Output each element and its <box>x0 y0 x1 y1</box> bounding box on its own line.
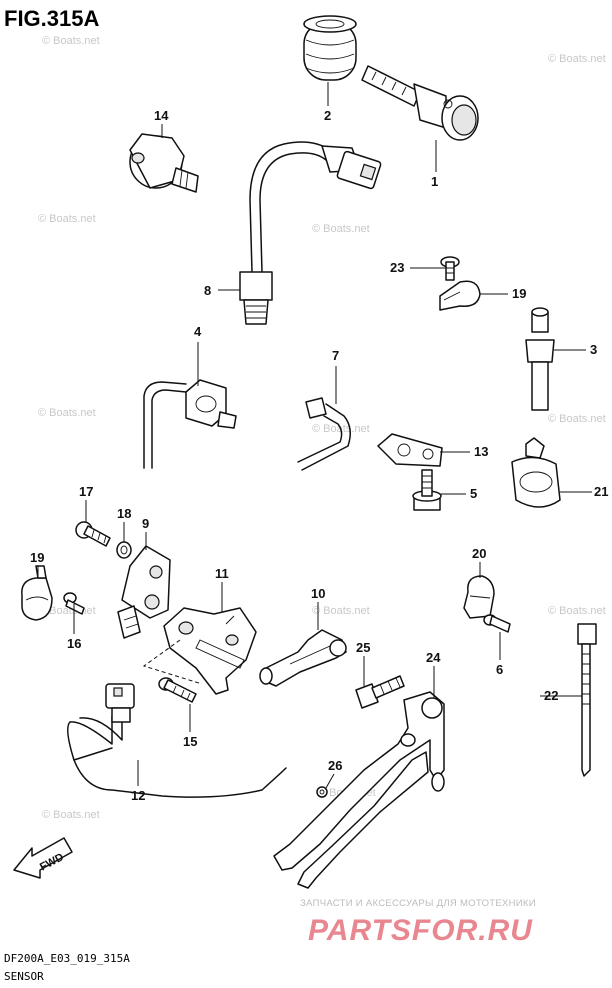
figure-title: FIG.315A <box>4 6 99 31</box>
watermark: © Boats.net <box>312 605 370 617</box>
callout-10: 10 <box>311 586 325 601</box>
bolt-part-17 <box>75 521 111 547</box>
callout-19-upper: 19 <box>512 286 526 301</box>
callout-4: 4 <box>194 324 202 339</box>
callout-5: 5 <box>470 486 477 501</box>
callout-18: 18 <box>117 506 131 521</box>
watermark: © Boats.net <box>38 407 96 419</box>
watermark: © Boats.net <box>42 809 100 821</box>
fwd-arrow-icon: FWD <box>13 837 73 879</box>
callout-24: 24 <box>426 650 441 665</box>
callout-1: 1 <box>431 174 438 189</box>
callout-23: 23 <box>390 260 404 275</box>
bolt-part-23 <box>440 256 460 281</box>
sensor-cable-part-8 <box>239 141 382 325</box>
watermark: © Boats.net <box>548 605 606 617</box>
bolt-part-26 <box>316 786 328 798</box>
sensor-part-9 <box>117 545 171 639</box>
callout-3: 3 <box>590 342 597 357</box>
grommet-part-2 <box>303 15 357 81</box>
callout-26: 26 <box>328 758 342 773</box>
watermark: © Boats.net <box>548 53 606 65</box>
ad-tagline: ЗАПЧАСТИ И АКСЕССУАРЫ ДЛЯ МОТОТЕХНИКИ <box>300 898 536 909</box>
bracket-part-11 <box>142 607 257 695</box>
callout-21: 21 <box>594 484 608 499</box>
callout-15: 15 <box>183 734 197 749</box>
callout-11: 11 <box>215 566 229 581</box>
callout-25: 25 <box>356 640 370 655</box>
bolt-part-16 <box>63 592 85 615</box>
callout-12: 12 <box>131 788 145 803</box>
callout-6: 6 <box>496 662 503 677</box>
clamp-part-19-upper <box>439 280 481 311</box>
knock-sensor-part-4 <box>143 379 237 469</box>
callout-17: 17 <box>79 484 93 499</box>
leader-lines <box>37 82 592 789</box>
bolt-part-5 <box>412 469 442 511</box>
bolt-part-25 <box>355 675 405 709</box>
section-name: SENSOR <box>4 970 44 983</box>
bracket-part-24 <box>273 691 445 889</box>
washer-part-18 <box>116 541 132 559</box>
harness-part-12 <box>67 683 287 798</box>
clip-part-21 <box>511 437 561 508</box>
callout-13: 13 <box>474 444 488 459</box>
watermark: © Boats.net <box>38 213 96 225</box>
watermark: © Boats.net <box>42 35 100 47</box>
callout-14: 14 <box>154 108 169 123</box>
callout-16: 16 <box>67 636 81 651</box>
model-code: DF200A_E03_019_315A <box>4 952 130 965</box>
callout-9: 9 <box>142 516 149 531</box>
callout-20: 20 <box>472 546 486 561</box>
ad-brand: PARTSFOR.RU <box>308 914 533 947</box>
bolt-part-15 <box>158 677 197 703</box>
sensor-part-1 <box>361 65 479 141</box>
clamp-part-19-lower <box>21 565 53 621</box>
callout-8: 8 <box>204 283 211 298</box>
watermark: © Boats.net <box>548 413 606 425</box>
callout-7: 7 <box>332 348 339 363</box>
sensor-probe-part-3 <box>525 307 555 411</box>
watermark: © Boats.net <box>312 223 370 235</box>
cable-tie-part-22 <box>577 623 597 777</box>
callout-2: 2 <box>324 108 331 123</box>
bracket-part-13 <box>377 433 443 467</box>
lever-part-10 <box>259 629 347 687</box>
bolt-part-6 <box>483 614 511 633</box>
callout-numbers: 1 2 3 4 5 6 7 8 9 10 11 12 13 14 15 16 1… <box>30 108 608 803</box>
pressure-switch-part-14 <box>129 133 199 193</box>
callout-22: 22 <box>544 688 558 703</box>
sensor-hose-part-7 <box>297 397 351 471</box>
callout-19-lower: 19 <box>30 550 44 565</box>
clamp-part-20 <box>463 575 495 619</box>
